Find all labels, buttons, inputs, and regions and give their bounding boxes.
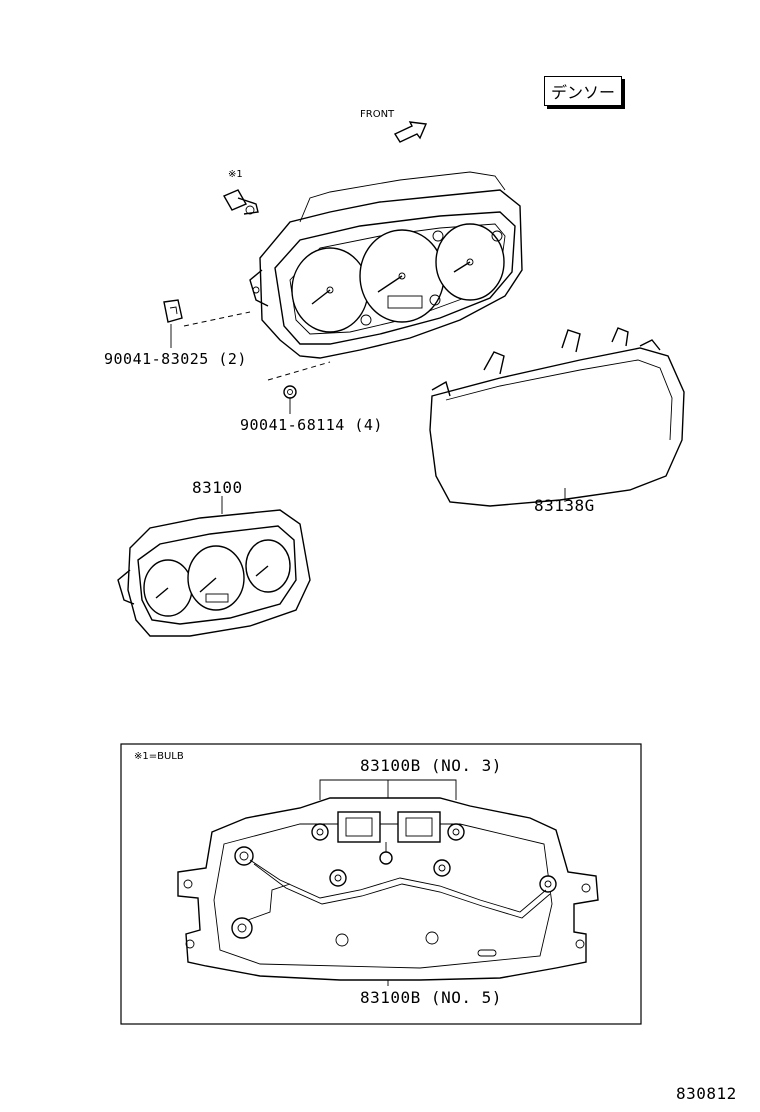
meter-assembly bbox=[117, 509, 311, 637]
part-number-screw: 90041-83025 (2) bbox=[104, 350, 247, 368]
clip-icon bbox=[163, 299, 183, 323]
part-number-cover: 83138G bbox=[534, 496, 595, 515]
part-number-nut: 90041-68114 (4) bbox=[240, 416, 383, 434]
bulb-note-ref: ※1 bbox=[228, 169, 243, 180]
nut-icon bbox=[283, 385, 297, 399]
figure-number: 830812 bbox=[676, 1084, 737, 1103]
bulb-icon bbox=[223, 189, 259, 215]
part-number-circuit-no3: 83100B (NO. 3) bbox=[360, 756, 502, 775]
brand-label: デンソー bbox=[544, 76, 623, 106]
part-number-meter-assy: 83100 bbox=[192, 478, 243, 497]
detail-box-note: ※1=BULB bbox=[134, 751, 184, 762]
front-arrow-icon bbox=[393, 121, 428, 143]
detail-box-frame bbox=[120, 743, 642, 1025]
combination-meter-main bbox=[249, 171, 523, 359]
part-number-circuit-no5: 83100B (NO. 5) bbox=[360, 988, 502, 1007]
front-label: FRONT bbox=[360, 109, 395, 120]
meter-cover bbox=[429, 327, 685, 507]
rear-printed-circuit bbox=[177, 797, 599, 981]
